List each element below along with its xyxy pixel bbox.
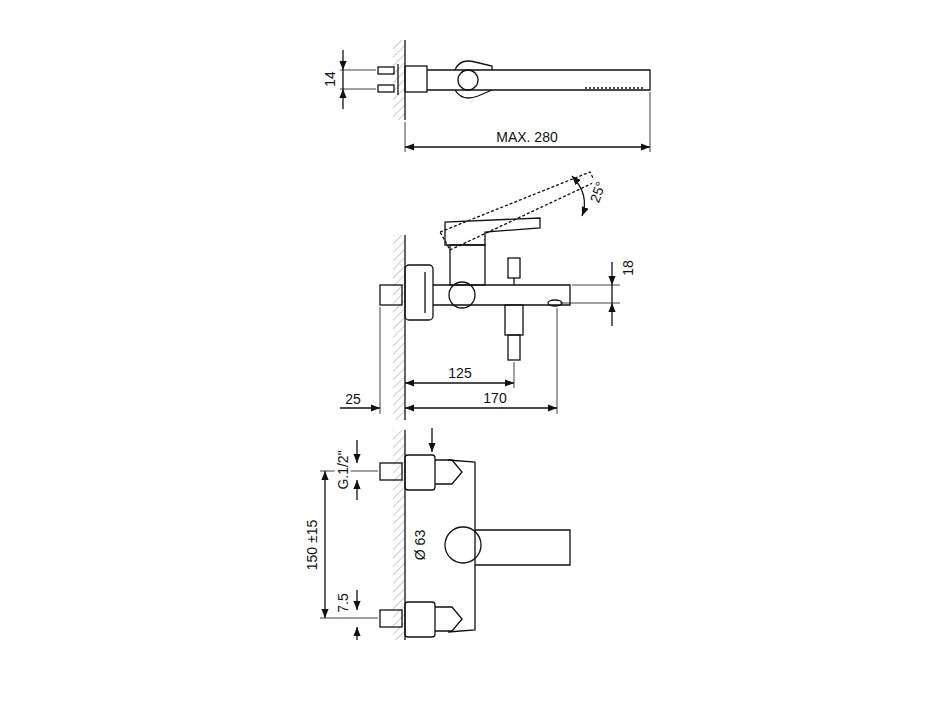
dimension-label: G.1/2": [335, 448, 351, 491]
dimension-label: 125: [446, 365, 473, 381]
dimension-label: MAX. 280: [494, 129, 559, 145]
dimension-label: Ø 63: [412, 528, 428, 562]
dimension-label: 25: [343, 391, 363, 407]
dimension-label: 150 ±15: [304, 518, 320, 573]
dimension-label: 18: [620, 258, 636, 278]
dimension-label: 25°: [586, 177, 610, 206]
dimension-label: 170: [481, 390, 508, 406]
dimension-label: 7.5: [335, 591, 351, 614]
dimension-label: 14: [322, 69, 338, 89]
